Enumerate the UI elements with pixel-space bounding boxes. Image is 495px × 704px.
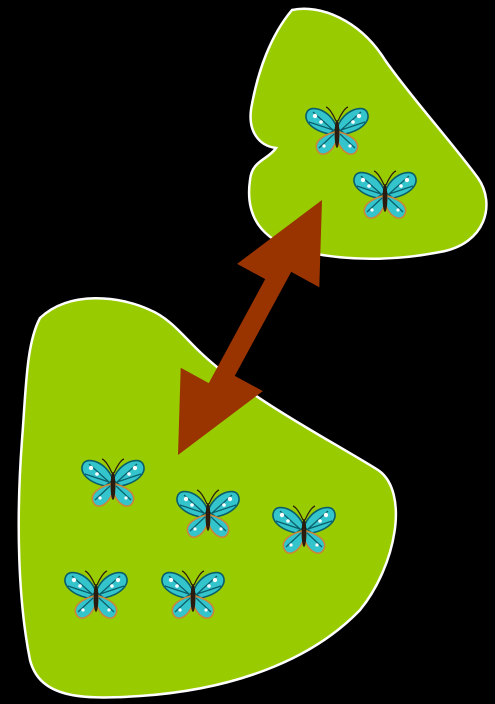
- upper-habitat-patch: [249, 9, 486, 259]
- lower-habitat-patch: [19, 298, 396, 697]
